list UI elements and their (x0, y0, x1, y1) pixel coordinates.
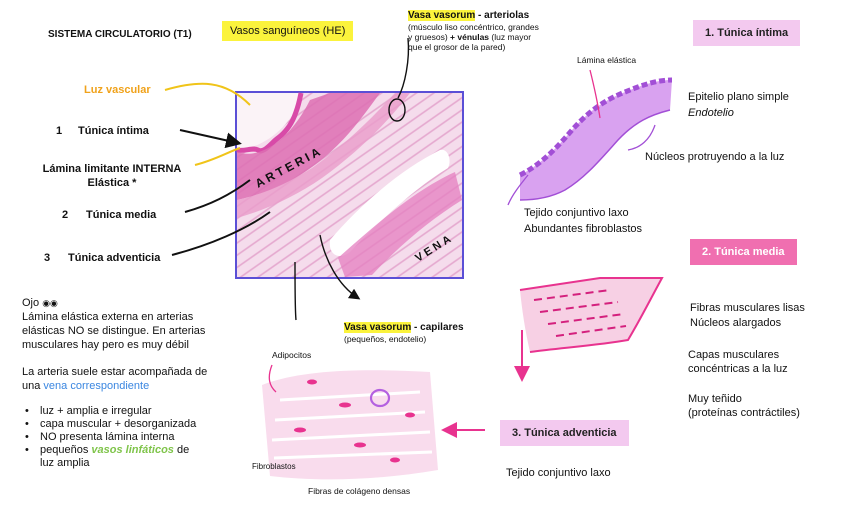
left-notes: Ojo ◉◉ Lámina elástica externa en arteri… (22, 296, 227, 470)
vasa-arteriola-arrow (398, 38, 408, 98)
vasa-line2b: + vénulas (450, 32, 489, 42)
capas-line1: Capas musculares (688, 348, 779, 362)
endotelio-label: Endotelio (688, 106, 734, 120)
bullet4a: pequeños (40, 444, 91, 456)
fibras-colageno-label: Fibras de colágeno densas (308, 486, 410, 496)
vasa-vasorum-capilares-note: Vasa vasorum - capilares (pequeños, endo… (344, 322, 464, 344)
vasa-capilares-type: - capilares (411, 322, 463, 333)
note1-line1: Lámina elástica externa en arterias (22, 310, 227, 324)
tunica-media-label: Túnica media (86, 208, 156, 222)
list-item: capa muscular + desorganizada (22, 418, 227, 431)
list-item: luz + amplia e irregular (22, 405, 227, 418)
vasa-line1: (músculo liso concéntrico, grandes (408, 22, 588, 32)
vena-correspondiente-text: vena correspondiente (43, 380, 149, 392)
vasa-line2c: (luz mayor (489, 32, 531, 42)
stain-label: Vasos sanguíneos (HE) (222, 21, 353, 41)
vasa-capilares-label: Vasa vasorum (344, 322, 411, 333)
adipocitos-label: Adipocitos (272, 350, 311, 360)
vasa-vasorum-label: Vasa vasorum (408, 10, 475, 21)
lamina-line2: Elástica * (38, 176, 186, 190)
bullet4c: de (174, 444, 189, 456)
vasa-line2a: y gruesos) (408, 32, 450, 42)
vasa-capilares-detail: (pequeños, endotelio) (344, 334, 464, 344)
num-3: 3 (44, 251, 50, 265)
tenido-line1: Muy teñido (688, 392, 742, 406)
epitelio-label: Epitelio plano simple (688, 90, 789, 104)
lamina-limitante-label: Lámina limitante INTERNA Elástica * (38, 162, 186, 190)
note2-line1: La arteria suele estar acompañada de (22, 365, 227, 379)
bullet4-line2: luz amplia (40, 457, 90, 469)
num-2: 2 (62, 208, 68, 222)
media-panel-title: 2. Túnica media (690, 239, 797, 265)
lamina-line1: Lámina limitante INTERNA (38, 162, 186, 176)
vein-features-list: luz + amplia e irregular capa muscular +… (22, 405, 227, 470)
note1-line2: elásticas NO se distingue. En arterias (22, 324, 227, 338)
vasos-linfaticos-text: vasos linfáticos (91, 444, 174, 456)
capas-line2: concéntricas a la luz (688, 362, 788, 376)
luz-vascular-label: Luz vascular (84, 84, 151, 96)
vasa-type: - arteriolas (475, 10, 529, 21)
nucleos-alargados-label: Núcleos alargados (690, 316, 781, 330)
note2-line2a: una (22, 380, 43, 392)
media-sketch (520, 278, 662, 378)
vasa-vasorum-arteriolas-note: Vasa vasorum - arteriolas (músculo liso … (408, 10, 588, 52)
tunica-intima-label: Túnica íntima (78, 124, 149, 138)
histology-micrograph: ARTERIA VENA (236, 92, 463, 278)
intima-sketch (508, 70, 672, 205)
list-item: pequeños vasos linfáticos de luz amplia (22, 444, 227, 470)
list-item: NO presenta lámina interna (22, 431, 227, 444)
tejido-laxo-label: Tejido conjuntivo laxo (524, 206, 629, 220)
fibroblastos-abundantes-label: Abundantes fibroblastos (524, 222, 642, 236)
vasa-line3: que el grosor de la pared) (408, 42, 588, 52)
tenido-line2: (proteínas contráctiles) (688, 406, 800, 420)
adventicia-panel-title: 3. Túnica adventicia (500, 420, 629, 446)
lamina-elastica-label: Lámina elástica (577, 55, 636, 65)
intima-arrow (180, 130, 238, 143)
lamina-arrow (195, 148, 240, 165)
ojo-label: Ojo (22, 297, 39, 309)
nucleos-arrow (628, 125, 655, 150)
num-1: 1 (56, 124, 62, 138)
nucleos-protruyendo-label: Núcleos protruyendo a la luz (645, 150, 784, 164)
intima-panel-title: 1. Túnica íntima (693, 20, 800, 46)
page-title: SISTEMA CIRCULATORIO (T1) (48, 28, 192, 42)
fibras-musculares-label: Fibras musculares lisas (690, 301, 805, 315)
tunica-adventicia-label: Túnica adventicia (68, 251, 160, 265)
fibroblastos-label: Fibroblastos (252, 462, 296, 472)
note1-line3: musculares hay pero es muy débil (22, 338, 227, 352)
eyes-icon: ◉◉ (42, 298, 58, 308)
adventicia-tejido-label: Tejido conjuntivo laxo (506, 466, 611, 480)
